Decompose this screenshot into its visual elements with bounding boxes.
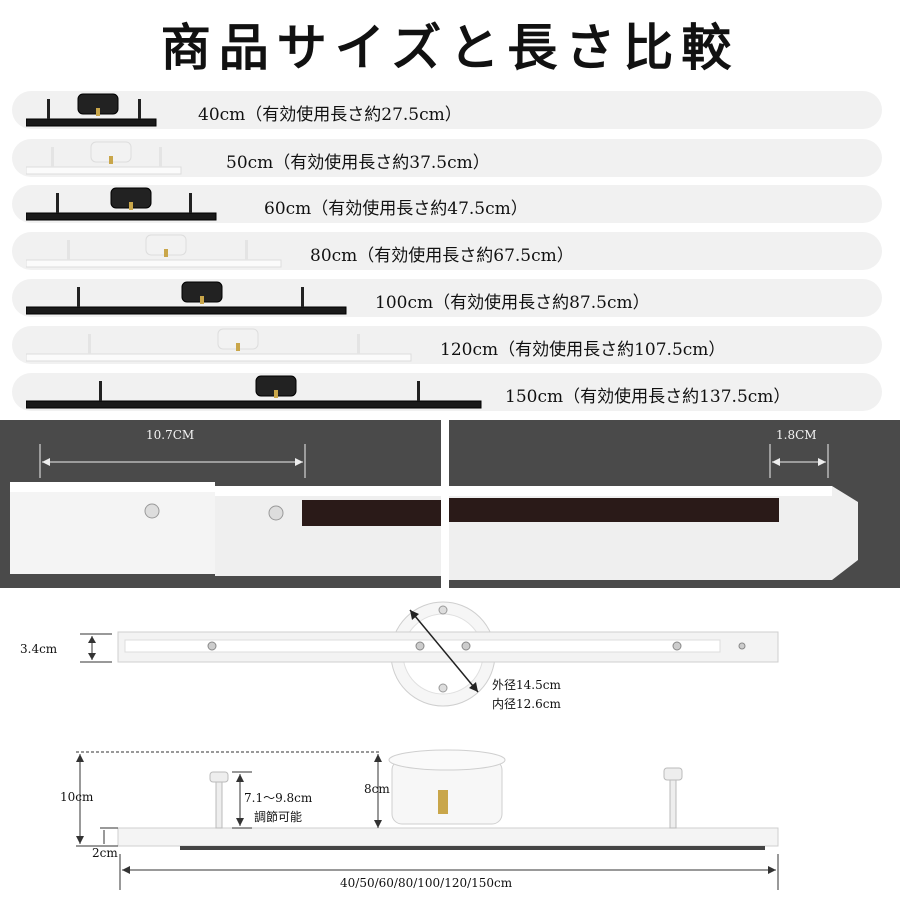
rail-channel xyxy=(449,498,779,522)
support-post xyxy=(215,779,223,829)
size-row: 80cm（有効使用長さ約67.5cm） xyxy=(12,232,882,270)
post-right xyxy=(245,240,248,260)
screw-icon xyxy=(268,505,284,521)
rail-channel xyxy=(302,500,441,526)
rail-height-label: 3.4cm xyxy=(20,642,58,656)
end-cap xyxy=(10,482,215,574)
size-label: 40cm（有効使用長さ約27.5cm） xyxy=(198,105,462,125)
rail-thumbnail xyxy=(26,187,217,221)
adjust-range-label: 7.1～9.8cm xyxy=(244,791,313,805)
rail-bar xyxy=(26,166,182,175)
connector xyxy=(109,156,113,164)
size-label: 80cm（有効使用長さ約67.5cm） xyxy=(310,246,574,266)
photo-divider xyxy=(441,420,449,588)
size-label: 60cm（有効使用長さ約47.5cm） xyxy=(264,199,528,219)
rail-height-side-label: 2cm xyxy=(92,846,118,860)
screw-icon xyxy=(461,641,471,651)
post-right xyxy=(357,334,360,354)
connector xyxy=(438,790,448,814)
rail-bar xyxy=(26,259,282,268)
outer-diameter-label: 外径14.5cm xyxy=(492,678,561,692)
size-label: 120cm（有効使用長さ約107.5cm） xyxy=(440,340,726,360)
connector xyxy=(236,343,240,351)
size-label: 50cm（有効使用長さ約37.5cm） xyxy=(226,153,490,173)
rail-thumbnail xyxy=(26,141,182,175)
screw-icon xyxy=(144,503,160,519)
support-post xyxy=(669,779,677,829)
connector xyxy=(164,249,168,257)
page-title: 商品サイズと長さ比較 xyxy=(160,19,740,77)
rail-bar xyxy=(26,306,347,315)
connector xyxy=(274,390,278,398)
post-left xyxy=(99,381,102,401)
size-label: 150cm（有効使用長さ約137.5cm） xyxy=(505,387,791,407)
rail-thumbnail xyxy=(26,375,482,409)
rail-body-left xyxy=(215,486,441,576)
post-right xyxy=(138,99,141,119)
screw-icon xyxy=(207,641,217,651)
post-left xyxy=(67,240,70,260)
rail-side xyxy=(117,827,779,847)
total-height-label: 10cm xyxy=(60,790,94,804)
dimension-label-width: 10.7CM xyxy=(146,428,195,442)
length-options-label: 40/50/60/80/100/120/150cm xyxy=(340,876,513,890)
size-row: 40cm（有効使用長さ約27.5cm） xyxy=(12,91,882,129)
size-row: 100cm（有効使用長さ約87.5cm） xyxy=(12,279,882,317)
top-view-illustration xyxy=(80,601,779,707)
post-left xyxy=(47,99,50,119)
rail-thumbnail xyxy=(26,93,157,127)
screw-icon xyxy=(415,641,425,651)
size-row: 60cm（有効使用長さ約47.5cm） xyxy=(12,185,882,223)
dimension-label-end: 1.8CM xyxy=(776,428,817,442)
rail-thumbnail xyxy=(26,328,412,362)
rail-bar xyxy=(26,212,217,221)
post-left xyxy=(77,287,80,307)
connector xyxy=(200,296,204,304)
rail-thumbnail xyxy=(26,281,347,315)
diameter-arrow xyxy=(409,609,479,693)
rail-thumbnail xyxy=(26,234,282,268)
rail-bar xyxy=(26,400,482,409)
post-left xyxy=(56,193,59,213)
post-right xyxy=(189,193,192,213)
size-row: 50cm（有効使用長さ約37.5cm） xyxy=(12,139,882,177)
post-left xyxy=(88,334,91,354)
connector xyxy=(96,108,100,116)
rail-bar xyxy=(26,353,412,362)
size-label: 100cm（有効使用長さ約87.5cm） xyxy=(375,293,650,313)
closeup-photo: 10.7CM 1.8CM xyxy=(0,420,900,588)
inner-diameter-label: 内径12.6cm xyxy=(492,697,561,711)
base-height-label: 8cm xyxy=(364,782,390,796)
post-right xyxy=(417,381,420,401)
screw-icon xyxy=(672,641,682,651)
size-row: 120cm（有効使用長さ約107.5cm） xyxy=(12,326,882,364)
post-left xyxy=(51,147,54,167)
closeup-rail-illustration xyxy=(10,420,858,588)
side-view-illustration xyxy=(76,749,779,890)
size-row: 150cm（有効使用長さ約137.5cm） xyxy=(12,373,882,411)
connector xyxy=(129,202,133,210)
adjust-note-label: 調節可能 xyxy=(254,810,303,824)
post-right xyxy=(301,287,304,307)
rail-bar xyxy=(26,118,157,127)
post-right xyxy=(159,147,162,167)
